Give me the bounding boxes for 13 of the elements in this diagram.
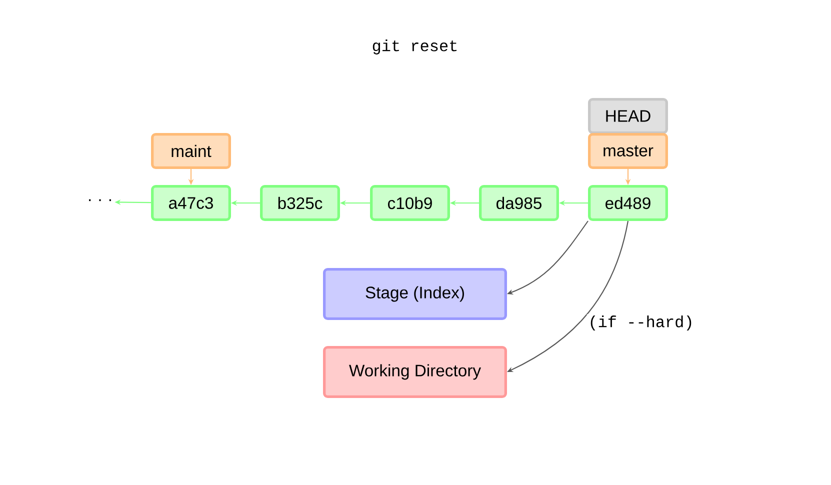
commit-box: da985: [479, 185, 559, 221]
working-directory-box: Working Directory: [323, 346, 507, 398]
commit-box: b325c: [260, 185, 340, 221]
branch-box: master: [588, 133, 668, 169]
title: git reset: [372, 40, 457, 54]
commit-box: c10b9: [370, 185, 450, 221]
stage-box: Stage (Index): [323, 268, 507, 320]
commit-box: a47c3: [151, 185, 231, 221]
commit-box: ed489: [588, 185, 668, 221]
edge-label: (if --hard): [586, 314, 696, 332]
branch-box: maint: [151, 133, 231, 169]
ellipsis-text: · · ·: [89, 199, 111, 202]
head-box: HEAD: [588, 98, 668, 134]
